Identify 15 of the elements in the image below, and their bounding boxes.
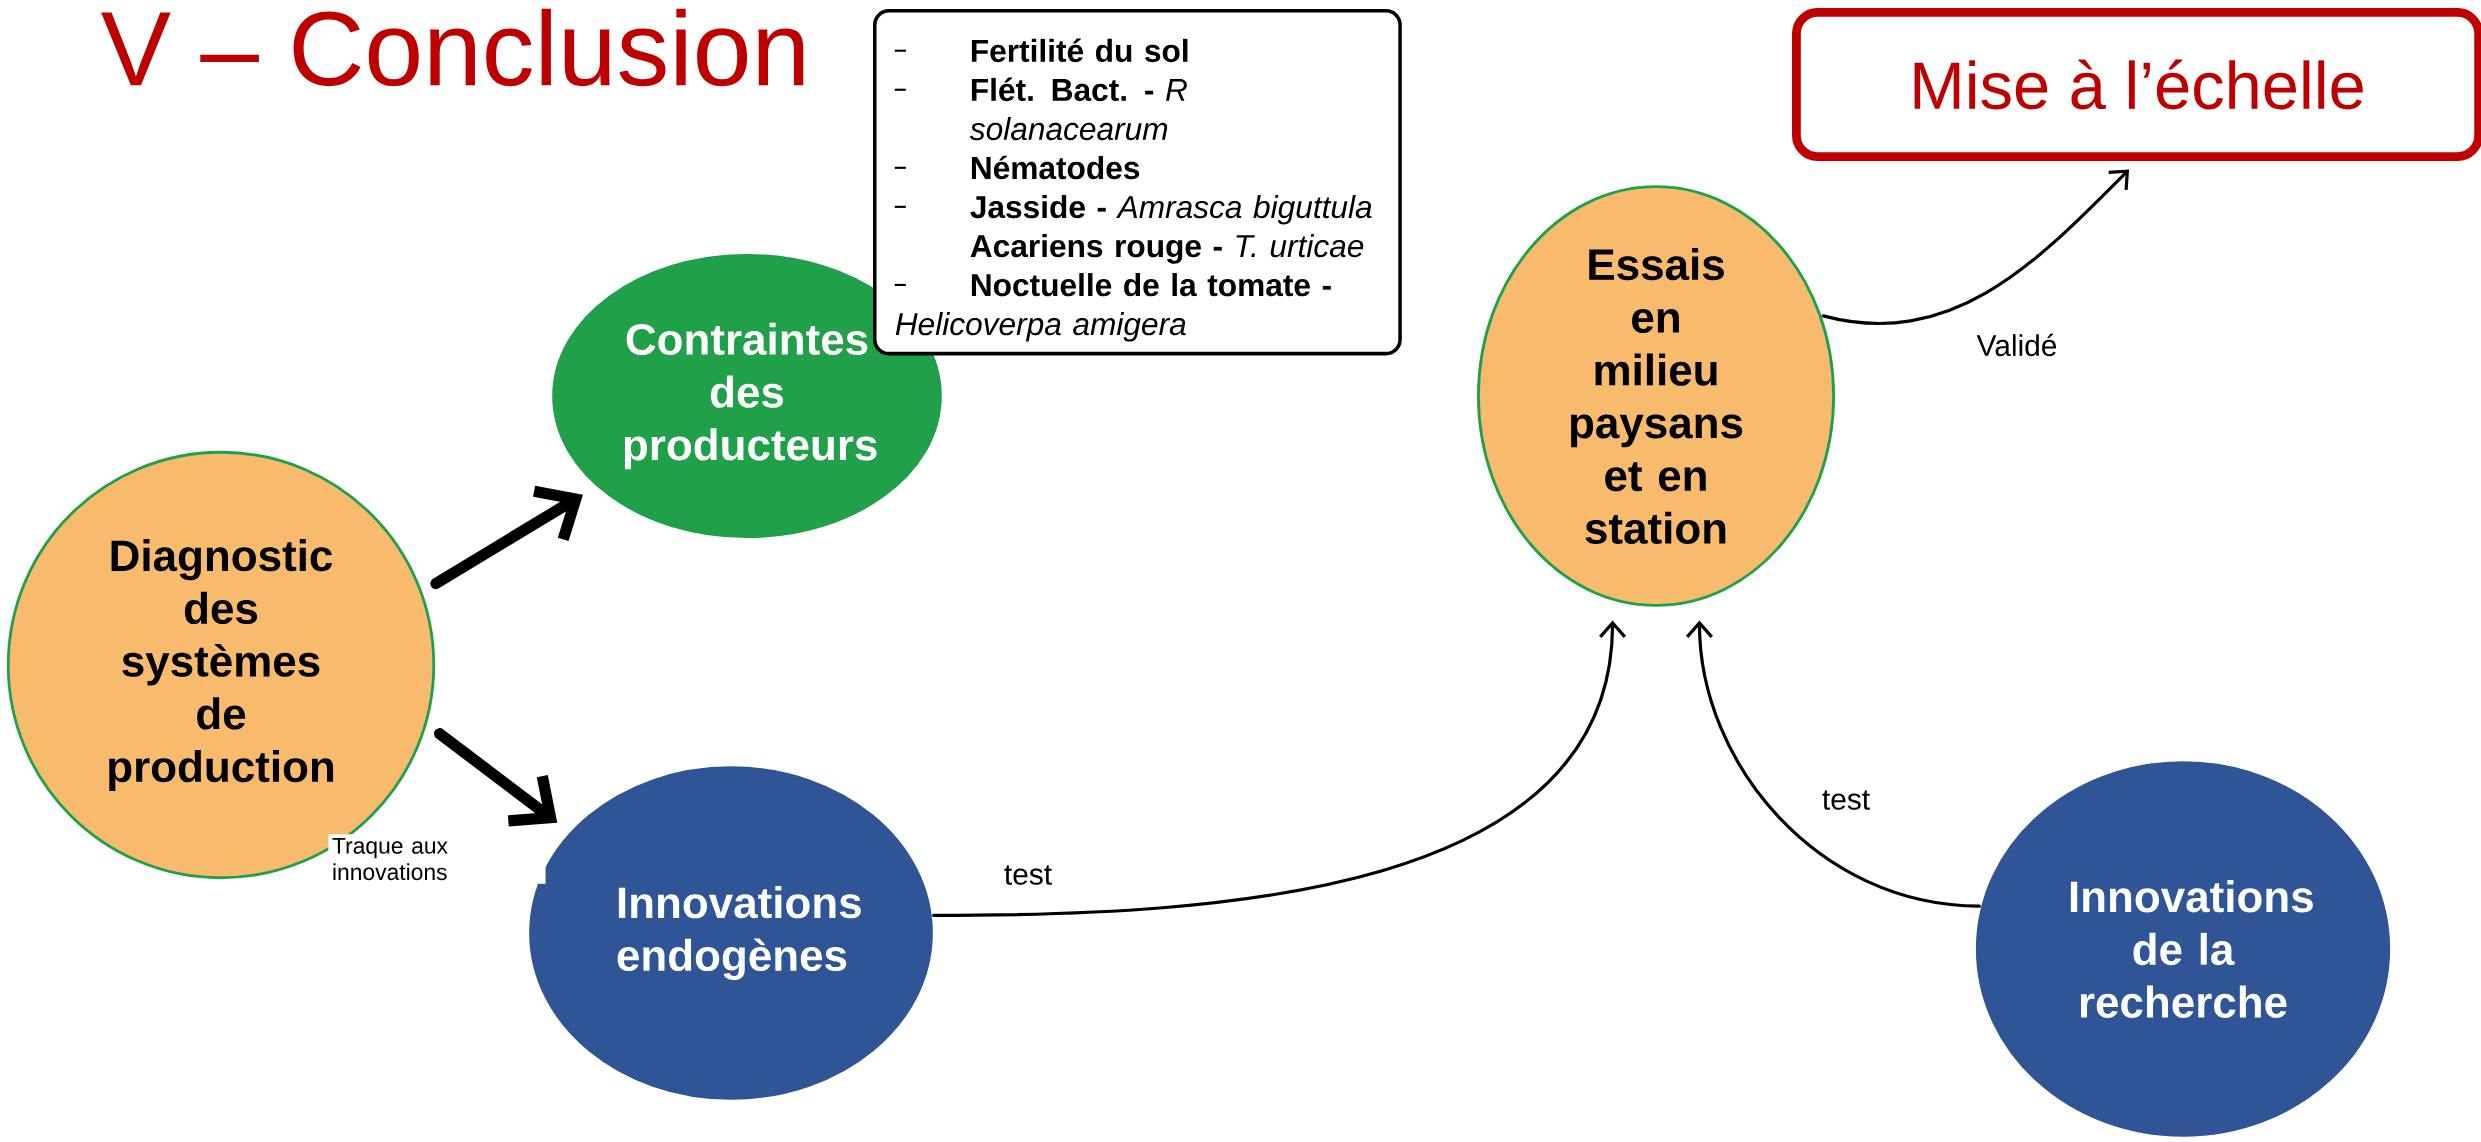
edge-label: test: [1818, 786, 1874, 814]
circle-node: Innovations de la recherche: [1975, 761, 2391, 1137]
list-box: Fertilité du sol Flét. Bact. - R solanacearum Nématodes Jasside - Amrasca biguttula Acariens rouge - T. urticae Noctuelle de la tomate - Helicoverpa amigera: [873, 9, 1402, 356]
title-box: Mise à l’échelle: [1792, 8, 2481, 161]
title: V – Conclusion: [101, 8, 804, 87]
arrow: [434, 728, 558, 827]
edge-label: Traque aux innovations: [328, 834, 546, 884]
arrow: [932, 620, 1627, 918]
arrow: [1821, 169, 2130, 325]
edge-label: test: [1000, 861, 1056, 889]
arrow: [1685, 620, 1981, 908]
edge-label: Validé: [1973, 330, 2061, 360]
circle-node: Innovations endogènes: [529, 766, 933, 1100]
arrow: [430, 485, 583, 590]
circle-node: Essais en milieu paysans et en station: [1477, 185, 1835, 607]
